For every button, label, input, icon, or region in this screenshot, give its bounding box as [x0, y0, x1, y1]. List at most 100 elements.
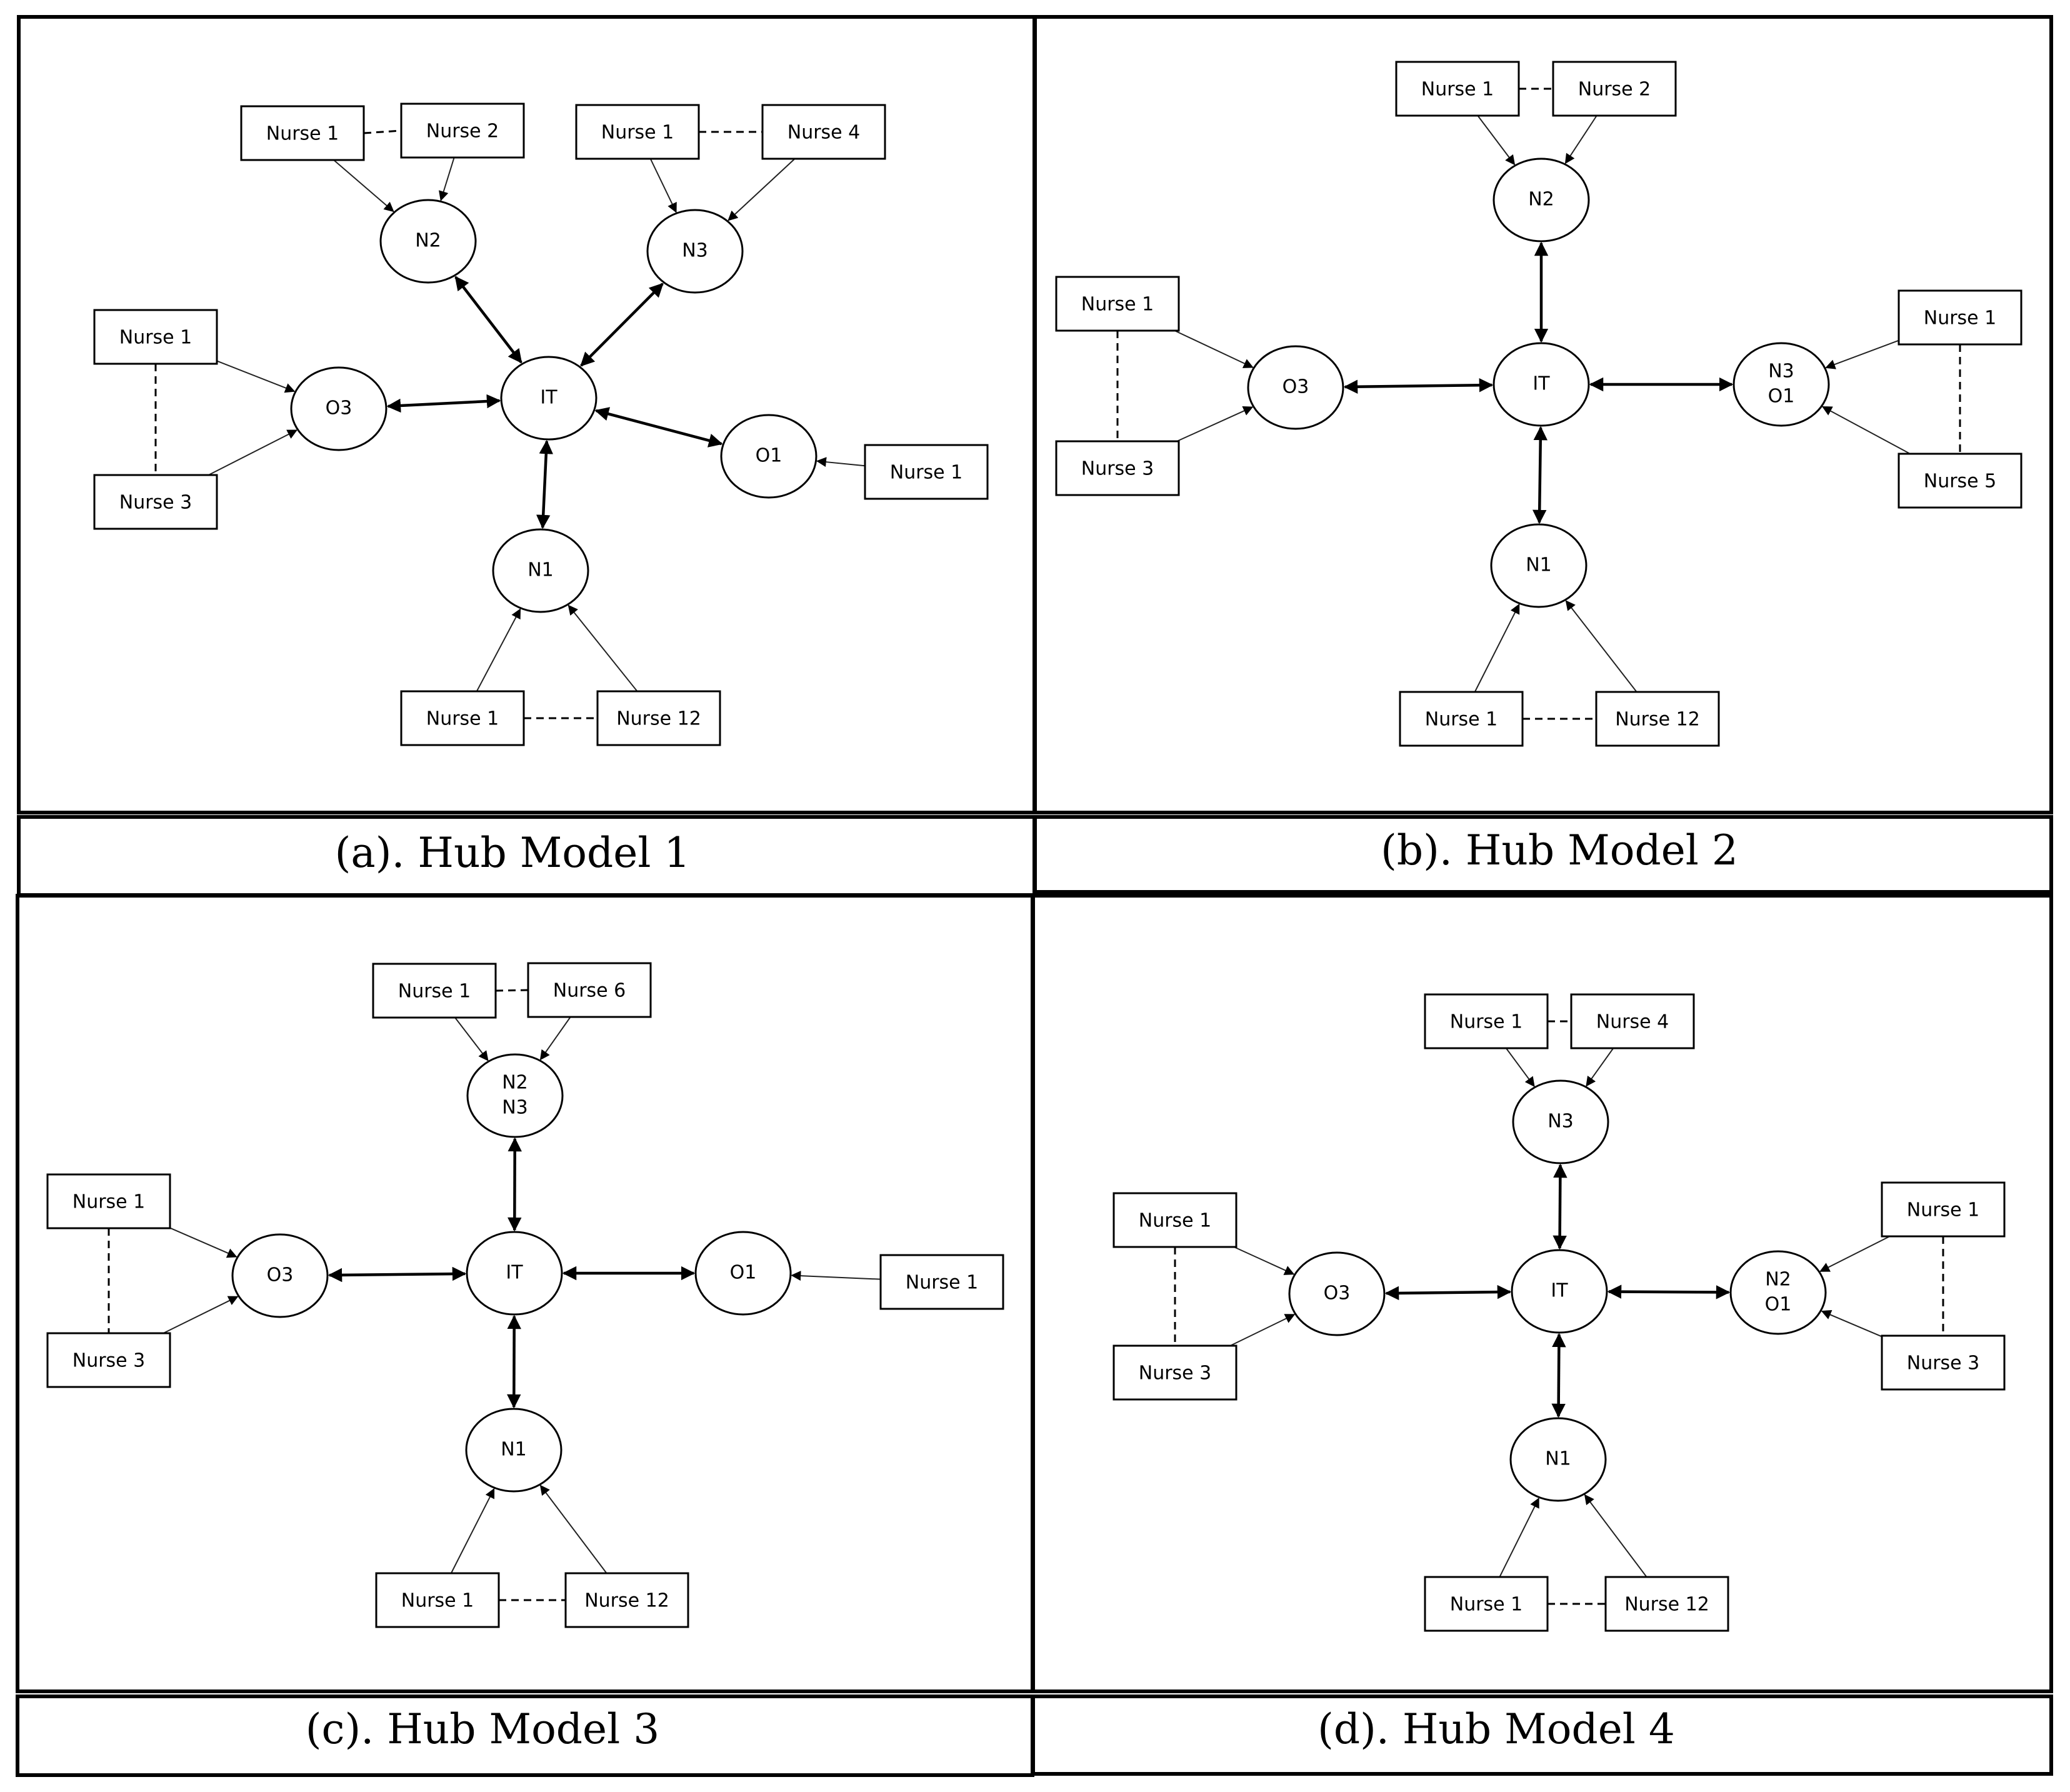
nurse-box: Nurse 1: [1898, 289, 2022, 346]
nurse-to-node-arrow: [1477, 115, 1516, 166]
nurse-to-node-arrow: [1825, 339, 1899, 369]
node-label: O1: [756, 445, 782, 467]
hub-bidirectional-arrow: [454, 276, 522, 364]
nurse-label: Nurse 1: [1450, 1594, 1523, 1616]
nurse-to-node-arrow: [816, 457, 866, 468]
nurse-label: Nurse 4: [1596, 1011, 1669, 1033]
node-ellipse: [1511, 1249, 1608, 1334]
hub-node: N1: [1509, 1417, 1607, 1502]
panel-caption: (b). Hub Model 2: [1381, 826, 1738, 874]
nurse-box-rect: [1898, 289, 2022, 346]
node-label: IT: [1532, 373, 1550, 395]
caption-frame: [1031, 1694, 2053, 1776]
nurse-box-rect: [596, 690, 721, 746]
node-ellipse: [1288, 1251, 1386, 1336]
nurse-label: Nurse 3: [119, 492, 192, 514]
nurse-to-node-arrow: [1821, 406, 1911, 454]
hub-bidirectional-arrow: [1343, 378, 1494, 394]
nurse-box-rect: [1604, 1576, 1729, 1632]
nurse-box-rect: [864, 444, 989, 500]
nurse-box-rect: [1552, 61, 1677, 117]
nurse-label: Nurse 4: [788, 122, 861, 144]
nurse-label: Nurse 1: [266, 123, 339, 145]
nurse-to-node-arrow: [333, 159, 394, 213]
node-ellipse: [466, 1231, 563, 1316]
nurse-label: Nurse 3: [1139, 1363, 1212, 1384]
nurse-box-rect: [1898, 453, 2022, 509]
hub-node: N3: [1512, 1079, 1609, 1164]
nurse-label: Nurse 1: [601, 122, 674, 144]
node-ellipse: [500, 356, 598, 441]
nurse-to-node-arrow: [728, 158, 796, 221]
nurse-label: Nurse 1: [1907, 1199, 1980, 1221]
nurse-box: Nurse 3: [1055, 440, 1180, 496]
nurse-to-node-arrow: [791, 1271, 881, 1281]
nurse-to-node-arrow: [649, 158, 677, 213]
node-label: N3: [682, 240, 708, 262]
hub-bidirectional-arrow: [508, 1137, 522, 1232]
hub-node: N1: [465, 1408, 562, 1493]
node-ellipse: [646, 209, 744, 294]
nurse-box-rect: [1395, 61, 1520, 117]
nurse-box: Nurse 1: [375, 1572, 500, 1628]
node-label: N1: [1526, 554, 1552, 576]
nurse-to-node-arrow: [1821, 1310, 1882, 1338]
hub-node: O3: [231, 1233, 329, 1318]
nurse-box: Nurse 1: [575, 104, 700, 160]
nurse-box: Nurse 3: [93, 474, 218, 530]
node-label: O3: [326, 398, 352, 419]
nurse-box: Nurse 1: [240, 105, 365, 161]
nurse-box-rect: [1055, 440, 1180, 496]
nurse-label: Nurse 1: [72, 1191, 146, 1213]
nurse-dashed-link: [495, 989, 529, 992]
nurse-box: Nurse 6: [527, 962, 652, 1018]
node-ellipse: [290, 366, 388, 451]
nurse-box: Nurse 1: [1424, 993, 1549, 1049]
nurse-box: Nurse 1: [1881, 1181, 2006, 1238]
nurse-to-node-arrow: [539, 1484, 608, 1574]
caption-frame: [1033, 815, 2053, 894]
hub-bidirectional-arrow: [328, 1266, 467, 1283]
nurse-to-node-arrow: [1565, 600, 1638, 693]
hub-bidirectional-arrow: [1532, 426, 1548, 524]
hub-bidirectional-arrow: [1552, 1163, 1568, 1250]
nurse-label: Nurse 1: [890, 462, 963, 484]
nurse-to-node-arrow: [539, 1016, 571, 1061]
node-label: N2: [415, 230, 441, 252]
nurse-label: Nurse 1: [1139, 1210, 1212, 1232]
nurse-box: Nurse 4: [761, 104, 886, 160]
nurse-box: Nurse 12: [596, 690, 721, 746]
nurse-to-node-arrow: [1174, 330, 1254, 368]
nurse-box: Nurse 1: [46, 1173, 171, 1229]
hub-bidirectional-arrow: [386, 394, 501, 413]
nurse-box: Nurse 5: [1898, 453, 2022, 509]
nurse-label: Nurse 1: [398, 981, 471, 1003]
panel-frame: [1031, 894, 2053, 1693]
nurse-label: Nurse 1: [1924, 308, 1997, 329]
nurse-box: Nurse 3: [1881, 1334, 2006, 1391]
nurse-label: Nurse 12: [616, 708, 701, 730]
node-ellipse: [1490, 523, 1588, 608]
nurse-box-rect: [527, 962, 652, 1018]
nurse-to-node-arrow: [1176, 406, 1254, 442]
node-label: IT: [540, 387, 558, 409]
nurse-label: Nurse 1: [1081, 294, 1154, 316]
nurse-box: Nurse 3: [46, 1332, 171, 1388]
node-label: O3: [267, 1264, 294, 1286]
nurse-to-node-arrow: [1499, 1497, 1539, 1578]
hub-node: IT: [1492, 342, 1590, 427]
node-ellipse: [465, 1408, 562, 1493]
nurse-box-rect: [761, 104, 886, 160]
nurse-box: Nurse 12: [1604, 1576, 1729, 1632]
node-ellipse: [379, 199, 477, 284]
nurse-label: Nurse 3: [1907, 1353, 1980, 1374]
nurse-box-rect: [93, 474, 218, 530]
nurse-box-rect: [1424, 993, 1549, 1049]
nurse-box-rect: [879, 1254, 1004, 1310]
nurse-box: Nurse 12: [1595, 691, 1720, 747]
